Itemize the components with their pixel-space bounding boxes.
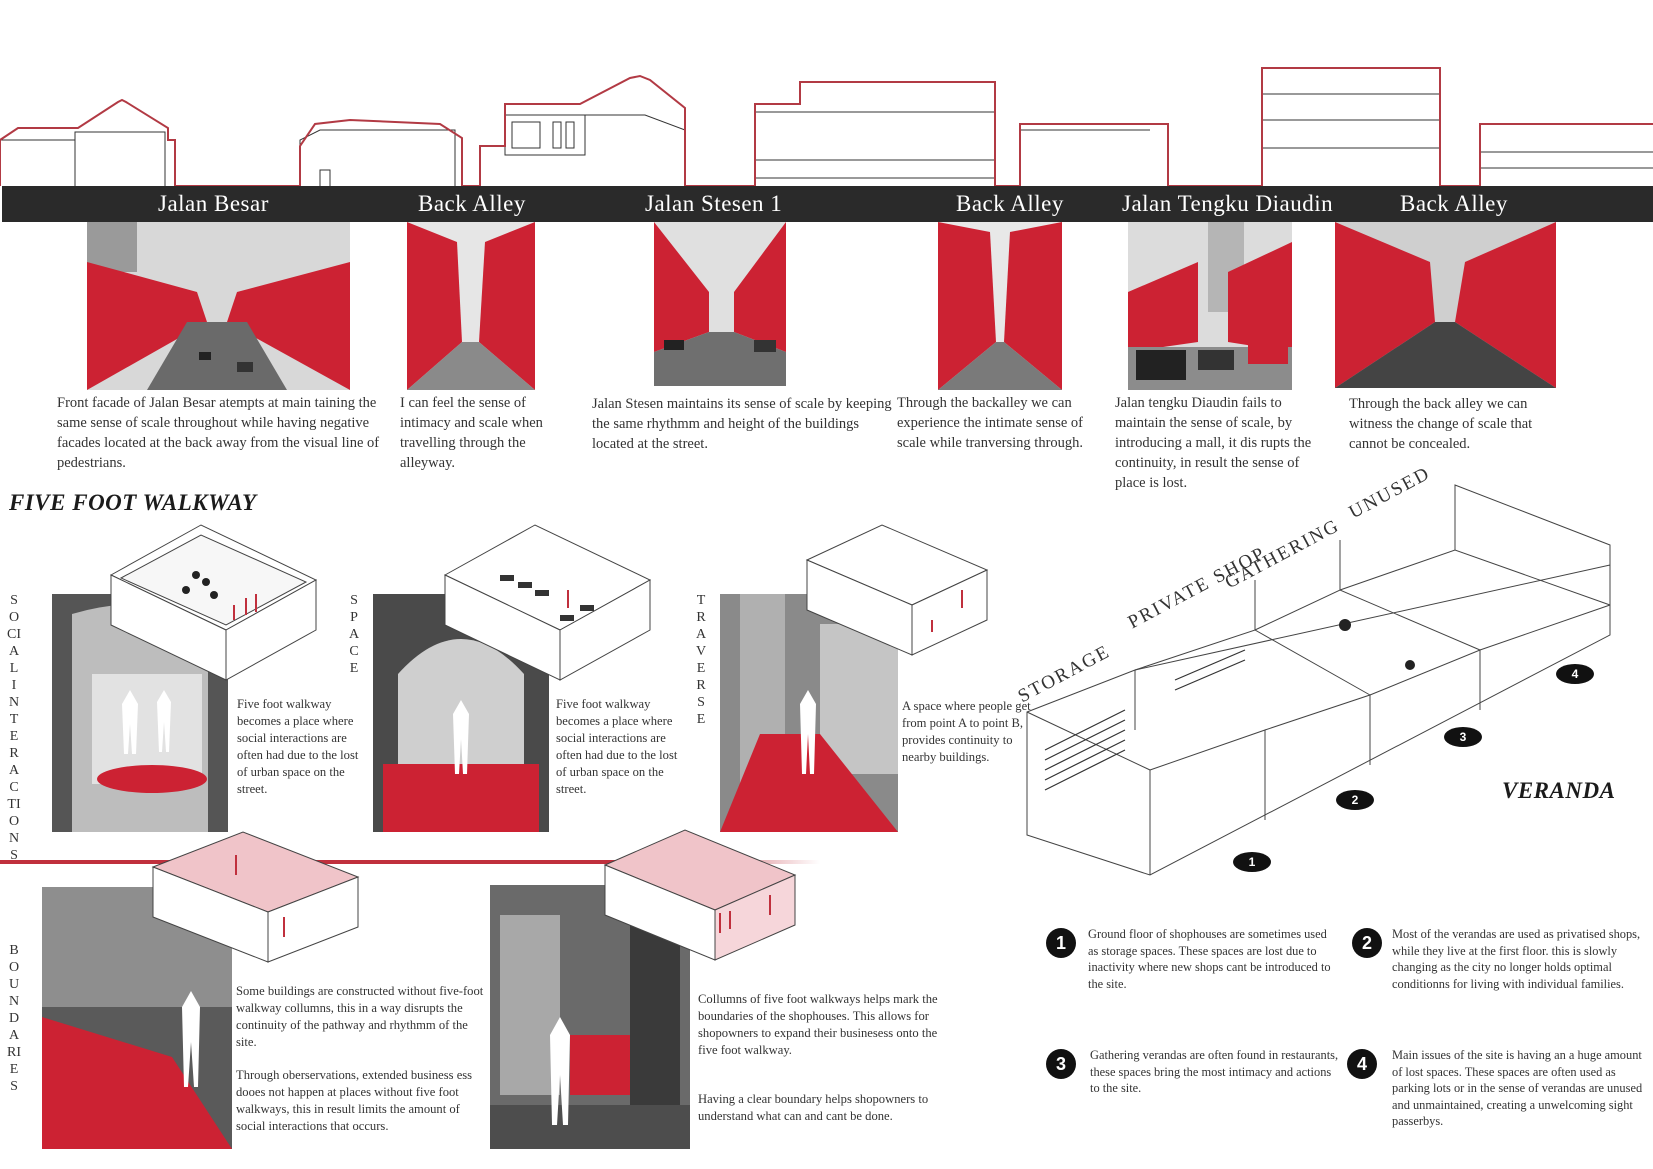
caption-back-alley-1: I can feel the sense of intimacy and sca… [400, 395, 543, 471]
note-badge-4: 4 [1347, 1049, 1377, 1079]
boundaries-text-2: Through oberservations, extended busines… [236, 1068, 473, 1133]
photo-jalan-stesen [654, 222, 786, 386]
skyline-elevation [0, 67, 1653, 187]
photo-back-alley-3 [1335, 222, 1556, 388]
street-label-back-alley-1: Back Alley [418, 191, 526, 216]
caption-jalan-stesen: Jalan Stesen maintains its sense of scal… [592, 396, 892, 452]
space-text: Five foot walkway becomes a place where … [556, 697, 678, 796]
caption-back-alley-2: Through the backalley we can experience … [897, 395, 1084, 451]
veranda-marker-4: 4 [1556, 664, 1594, 684]
iso-columns [603, 829, 797, 961]
photo-jalan-besar [87, 222, 350, 390]
photo-space [373, 594, 549, 832]
social-label-col1: SOCIAL INTERACTIONS [7, 593, 21, 863]
boundaries-text-1: Some buildings are constructed without f… [236, 984, 484, 1049]
veranda-note-2: Most of the verandas are used as privati… [1392, 927, 1641, 991]
veranda-marker-1: 1 [1233, 852, 1271, 872]
street-label-jalan-stesen: Jalan Stesen 1 [645, 191, 783, 216]
street-label-back-alley-2: Back Alley [956, 191, 1064, 216]
iso-traverse [805, 524, 989, 656]
street-name-bar [2, 186, 1653, 222]
note-badge-2: 2 [1352, 928, 1382, 958]
columns-text-2: Having a clear boundary helps shopowners… [698, 1092, 929, 1123]
veranda-note-3: Gathering verandas are often found in re… [1090, 1048, 1339, 1096]
photo-back-alley-2 [938, 222, 1062, 390]
veranda-marker-2: 2 [1336, 790, 1374, 810]
social-interactions-text: Five foot walkway becomes a place where … [237, 697, 359, 796]
space-label: SPACE [348, 593, 360, 676]
section-divider [0, 860, 820, 864]
street-label-back-alley-3: Back Alley [1400, 191, 1508, 216]
iso-space [443, 524, 652, 681]
street-label-jalan-tengku-diaudin: Jalan Tengku Diaudin [1122, 191, 1334, 216]
veranda-iso-diagram [1026, 484, 1611, 876]
five-foot-walkway-title: FIVE FOOT WALKWAY [9, 490, 257, 515]
street-label-jalan-besar: Jalan Besar [158, 191, 269, 216]
veranda-title: VERANDA [1502, 778, 1616, 803]
traverse-label: TRAVERSE [695, 593, 707, 727]
veranda-marker-3: 3 [1444, 727, 1482, 747]
veranda-note-4: Main issues of the site is having an a h… [1392, 1048, 1643, 1129]
note-badge-3: 3 [1046, 1049, 1076, 1079]
caption-jalan-tengku-diaudin: Jalan tengku Diaudin fails to maintain t… [1115, 395, 1312, 491]
photo-jalan-tengku-diaudin [1128, 222, 1292, 390]
boundaries-label: BOUNDARIES [7, 943, 21, 1094]
columns-text-1: Collumns of five foot walkways helps mar… [698, 992, 938, 1057]
note-badge-1: 1 [1046, 928, 1076, 958]
veranda-note-1: Ground floor of shophouses are sometimes… [1088, 927, 1331, 991]
traverse-text: A space where people get from point A to… [902, 699, 1031, 764]
iso-social-interactions [109, 524, 318, 681]
photo-back-alley-1 [407, 222, 535, 390]
iso-boundaries [151, 831, 360, 963]
caption-back-alley-3: Through the back alley we can witness th… [1349, 396, 1533, 452]
caption-jalan-besar: Front facade of Jalan Besar atempts at m… [57, 395, 380, 471]
photo-social-interactions [52, 594, 228, 832]
